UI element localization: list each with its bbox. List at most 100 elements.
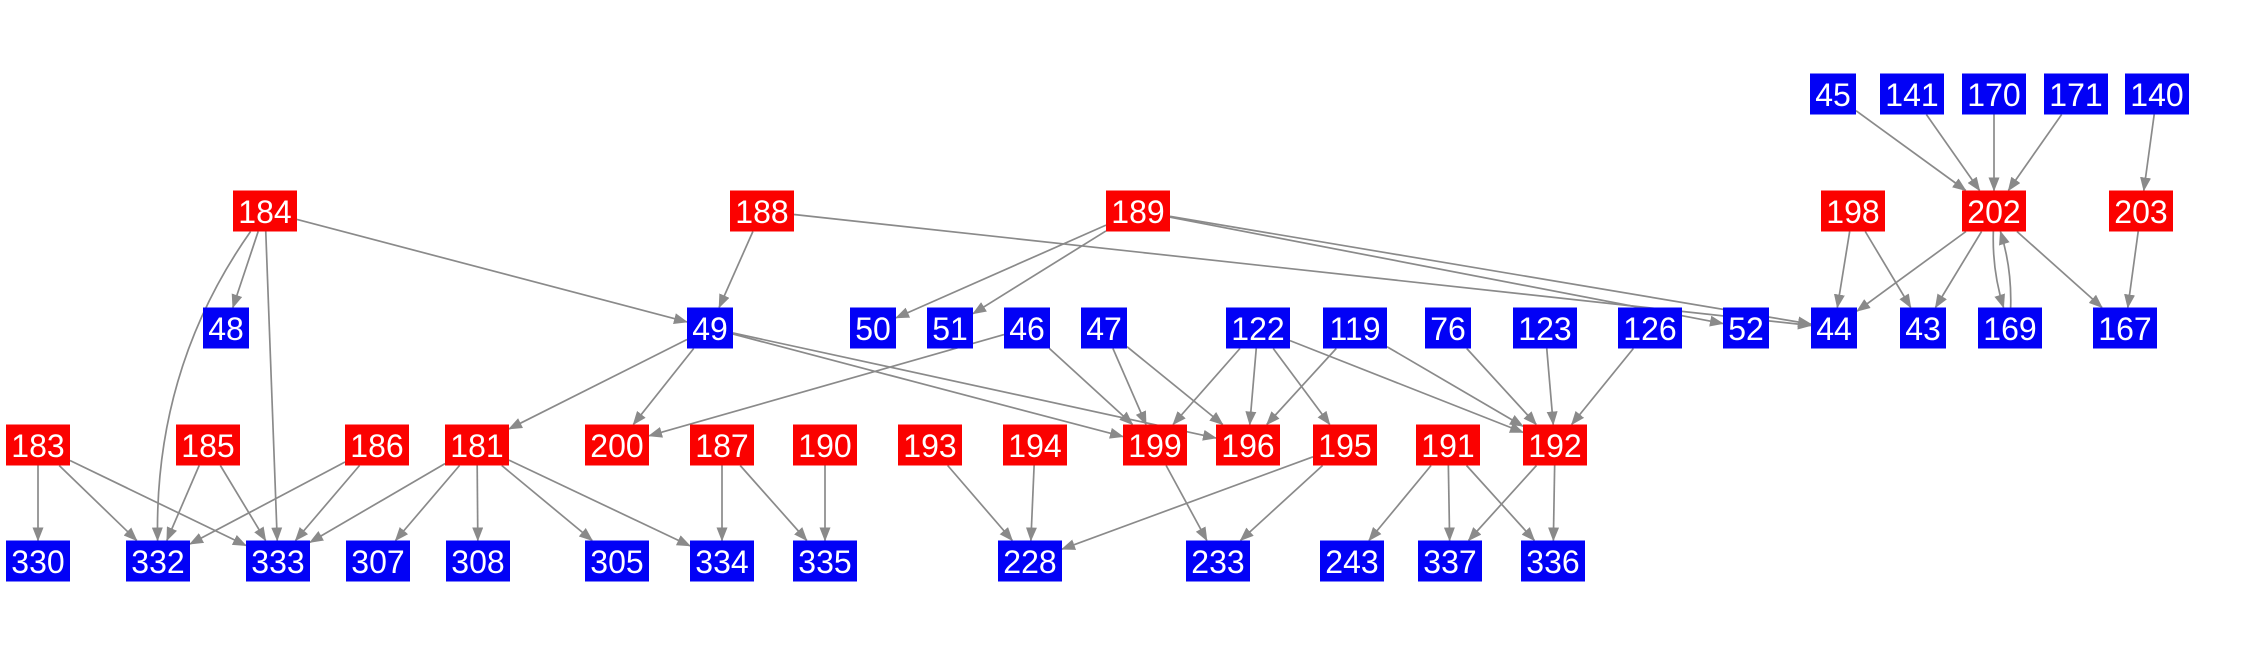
node-48-box xyxy=(203,307,249,349)
node-171-label: 171 xyxy=(2049,77,2102,113)
node-307-box xyxy=(346,540,410,582)
node-191: 191 xyxy=(1416,424,1480,466)
edge-192-337 xyxy=(1467,464,1538,542)
node-200-box xyxy=(585,424,649,466)
node-195-label: 195 xyxy=(1318,428,1371,464)
node-140: 140 xyxy=(2125,73,2189,115)
node-228-box xyxy=(998,540,1062,582)
node-195-box xyxy=(1313,424,1377,466)
edge-119-196 xyxy=(1266,347,1337,426)
node-305: 305 xyxy=(585,540,649,582)
node-122-label: 122 xyxy=(1231,311,1284,347)
node-183-label: 183 xyxy=(11,428,64,464)
edge-203-167 xyxy=(2124,231,2140,309)
node-187-box xyxy=(690,424,754,466)
node-141-label: 141 xyxy=(1885,77,1938,113)
edge-122-196 xyxy=(1245,348,1258,426)
node-192-box xyxy=(1523,424,1587,466)
node-187-label: 187 xyxy=(695,428,748,464)
node-233-label: 233 xyxy=(1191,544,1244,580)
node-336: 336 xyxy=(1521,540,1585,582)
edge-47-196 xyxy=(1126,346,1224,426)
node-307-label: 307 xyxy=(351,544,404,580)
edge-185-332 xyxy=(166,465,200,542)
node-186: 186 xyxy=(345,424,409,466)
edge-181-308 xyxy=(472,465,484,542)
node-170-box xyxy=(1962,73,2026,115)
node-199-label: 199 xyxy=(1128,428,1181,464)
edge-169-202 xyxy=(1999,230,2012,308)
edge-195-228 xyxy=(1061,455,1314,551)
node-330: 330 xyxy=(6,540,70,582)
edge-193-228 xyxy=(947,464,1013,542)
node-332: 332 xyxy=(126,540,190,582)
node-184-label: 184 xyxy=(238,194,291,230)
node-184: 184 xyxy=(233,190,297,232)
edge-183-333 xyxy=(69,459,247,547)
edge-184-49 xyxy=(296,218,688,324)
node-51-label: 51 xyxy=(932,311,968,347)
node-198: 198 xyxy=(1821,190,1885,232)
edge-186-333 xyxy=(294,464,361,542)
edge-202-167 xyxy=(2016,230,2103,309)
node-334-box xyxy=(690,540,754,582)
node-333: 333 xyxy=(246,540,310,582)
node-51-box xyxy=(927,307,973,349)
node-187: 187 xyxy=(690,424,754,466)
node-126-label: 126 xyxy=(1623,311,1676,347)
node-46-label: 46 xyxy=(1009,311,1045,347)
edge-189-51 xyxy=(972,230,1107,315)
node-122-box xyxy=(1226,307,1290,349)
node-169-box xyxy=(1978,307,2042,349)
node-195: 195 xyxy=(1313,424,1377,466)
edge-171-202 xyxy=(2007,114,2063,192)
edge-46-200 xyxy=(648,333,1005,438)
node-169-label: 169 xyxy=(1983,311,2036,347)
edge-202-44 xyxy=(1856,230,1967,312)
node-169: 169 xyxy=(1978,307,2042,349)
node-44: 44 xyxy=(1811,307,1857,349)
edge-122-199 xyxy=(1172,347,1241,426)
node-140-label: 140 xyxy=(2130,77,2183,113)
node-46: 46 xyxy=(1004,307,1050,349)
node-49-label: 49 xyxy=(692,311,728,347)
edge-181-307 xyxy=(394,464,461,542)
node-47: 47 xyxy=(1081,307,1127,349)
edge-49-200 xyxy=(632,347,695,426)
node-192: 192 xyxy=(1523,424,1587,466)
edge-192-336 xyxy=(1548,465,1560,542)
node-191-label: 191 xyxy=(1421,428,1474,464)
node-171: 171 xyxy=(2044,73,2108,115)
node-199: 199 xyxy=(1123,424,1187,466)
node-193-label: 193 xyxy=(903,428,956,464)
node-193-box xyxy=(898,424,962,466)
node-333-label: 333 xyxy=(251,544,304,580)
node-188-box xyxy=(730,190,794,232)
node-334: 334 xyxy=(690,540,754,582)
edge-189-50 xyxy=(895,224,1107,319)
node-330-box xyxy=(6,540,70,582)
node-76-label: 76 xyxy=(1430,311,1466,347)
node-50-label: 50 xyxy=(855,311,891,347)
node-194-box xyxy=(1003,424,1067,466)
node-188: 188 xyxy=(730,190,794,232)
node-337-label: 337 xyxy=(1423,544,1476,580)
node-228: 228 xyxy=(998,540,1062,582)
edge-126-192 xyxy=(1570,347,1635,426)
node-189-label: 189 xyxy=(1111,194,1164,230)
edge-183-332 xyxy=(58,464,138,542)
edge-195-233 xyxy=(1239,464,1324,542)
node-203-label: 203 xyxy=(2114,194,2167,230)
node-305-label: 305 xyxy=(590,544,643,580)
node-307: 307 xyxy=(346,540,410,582)
node-171-box xyxy=(2044,73,2108,115)
node-49-box xyxy=(687,307,733,349)
node-190-box xyxy=(793,424,857,466)
node-167-label: 167 xyxy=(2098,311,2151,347)
edge-184-48 xyxy=(231,231,259,309)
node-183: 183 xyxy=(6,424,70,466)
node-233: 233 xyxy=(1186,540,1250,582)
node-203-box xyxy=(2109,190,2173,232)
